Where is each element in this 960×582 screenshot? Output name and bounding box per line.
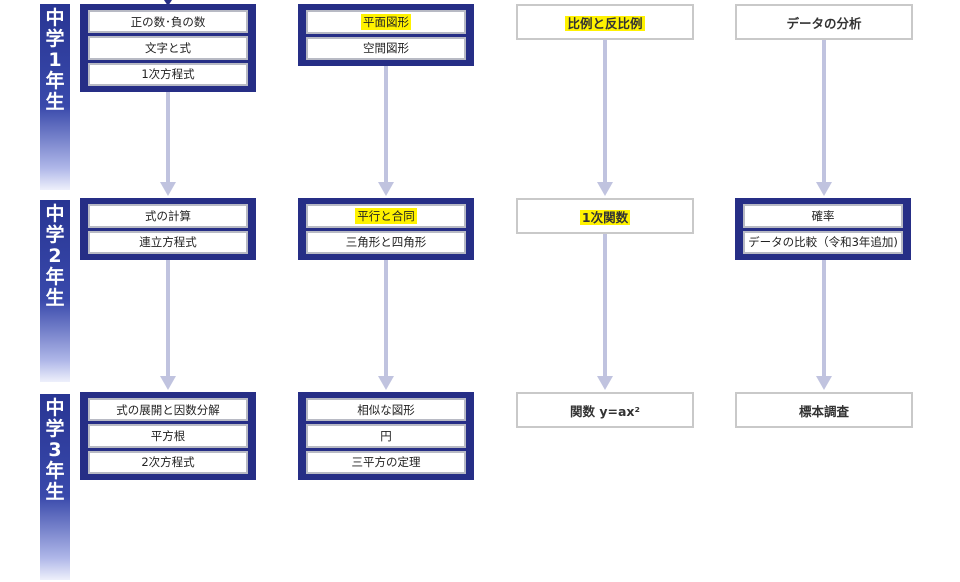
- down-arrow: [378, 260, 394, 390]
- topic-cell: 空間図形: [306, 36, 466, 60]
- down-arrow: [816, 260, 832, 390]
- topic-cell: 相似な図形: [306, 398, 466, 422]
- topic-label: 比例と反比例: [565, 15, 645, 31]
- grade-3-band: 中 学 3 年 生: [40, 394, 70, 580]
- topic-box-equations-3: 式の展開と因数分解 平方根 2次方程式: [80, 392, 256, 480]
- grade-char: 2: [48, 245, 62, 267]
- topic-cell: 1次方程式: [88, 62, 248, 86]
- topic-label: 標本調査: [798, 403, 849, 419]
- topic-cell: 円: [306, 424, 466, 448]
- topic-cell: 2次方程式: [88, 450, 248, 474]
- grade-char: 年: [45, 460, 65, 482]
- topic-cell: 式の計算: [88, 204, 248, 228]
- topic-cell: 三平方の定理: [306, 450, 466, 474]
- topic-cell: 文字と式: [88, 36, 248, 60]
- topic-box-numbers-expressions: 正の数･負の数 文字と式 1次方程式: [80, 4, 256, 92]
- topic-cell: 確率: [743, 204, 903, 228]
- grade-char: 中: [45, 203, 65, 225]
- topic-cell: 連立方程式: [88, 230, 248, 254]
- topic-cell: データの比較（令和3年追加): [743, 230, 903, 254]
- grade-char: 学: [45, 28, 65, 50]
- down-arrow: [160, 92, 176, 196]
- topic-cell: 平面図形: [306, 10, 466, 34]
- grade-char: 年: [45, 266, 65, 288]
- topic-cell: 式の展開と因数分解: [88, 398, 248, 422]
- topic-box-geometry-2: 平行と合同 三角形と四角形: [298, 198, 474, 260]
- topic-box-data-2: 確率 データの比較（令和3年追加): [735, 198, 911, 260]
- grade-char: 中: [45, 397, 65, 419]
- topic-cell: 正の数･負の数: [88, 10, 248, 34]
- grade-char: 学: [45, 224, 65, 246]
- top-arrow-tip: [164, 0, 172, 6]
- grade-char: 年: [45, 70, 65, 92]
- grade-2-band: 中 学 2 年 生: [40, 200, 70, 382]
- down-arrow: [160, 260, 176, 390]
- grade-char: 3: [48, 439, 62, 461]
- down-arrow: [597, 234, 613, 390]
- grade-char: 生: [45, 481, 65, 503]
- grade-char: 生: [45, 91, 65, 113]
- grade-1-band: 中 学 1 年 生: [40, 4, 70, 190]
- grade-char: 1: [48, 49, 62, 71]
- topic-box-functions-1: 比例と反比例: [516, 4, 694, 40]
- topic-box-data-3: 標本調査: [735, 392, 913, 428]
- topic-box-data-1: データの分析: [735, 4, 913, 40]
- down-arrow: [378, 66, 394, 196]
- down-arrow: [597, 40, 613, 196]
- topic-box-geometry-1: 平面図形 空間図形: [298, 4, 474, 66]
- topic-box-equations-2: 式の計算 連立方程式: [80, 198, 256, 260]
- topic-label: 1次関数: [579, 209, 631, 225]
- topic-cell: 三角形と四角形: [306, 230, 466, 254]
- topic-cell: 平行と合同: [306, 204, 466, 228]
- topic-box-functions-3: 関数 y=ax²: [516, 392, 694, 428]
- grade-char: 中: [45, 7, 65, 29]
- topic-label: データの分析: [786, 15, 862, 31]
- topic-box-functions-2: 1次関数: [516, 198, 694, 234]
- topic-box-geometry-3: 相似な図形 円 三平方の定理: [298, 392, 474, 480]
- topic-cell: 平方根: [88, 424, 248, 448]
- grade-char: 生: [45, 287, 65, 309]
- grade-char: 学: [45, 418, 65, 440]
- topic-label: 関数 y=ax²: [570, 403, 640, 419]
- down-arrow: [816, 40, 832, 196]
